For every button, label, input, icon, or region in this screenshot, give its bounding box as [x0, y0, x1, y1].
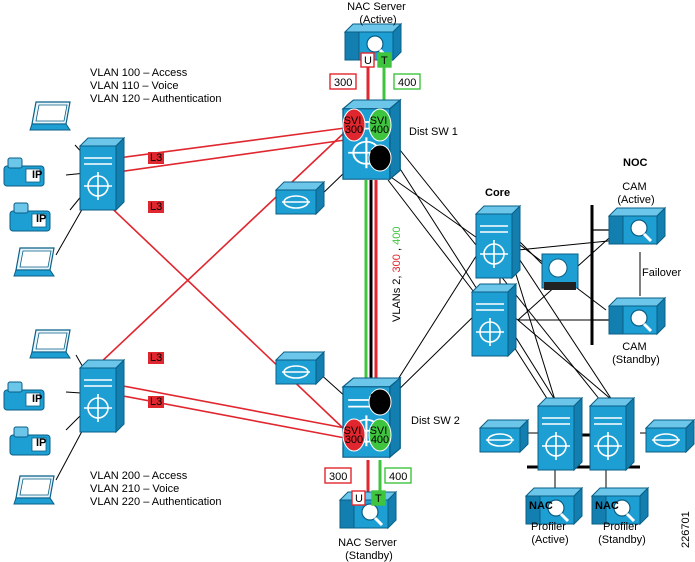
figure-id: 226701 — [680, 511, 692, 548]
laptop-icon — [29, 101, 71, 131]
svi-400-line1: SVI — [370, 115, 388, 127]
ip-badge: IP — [32, 169, 42, 181]
svi-300-line2: 300 — [345, 124, 363, 136]
l3-tag: L3 — [150, 201, 162, 213]
svi-400-top — [368, 108, 392, 142]
profiler-standby-l2: (Standby) — [598, 534, 646, 546]
vlan-legend-item: VLAN 100 – Access — [90, 67, 188, 79]
trunk-400: 400 — [391, 227, 403, 245]
ip-badge: IP — [32, 393, 42, 405]
svi-400b-line2: 400 — [371, 434, 389, 446]
vlan-400-tag: 400 — [389, 471, 407, 483]
profiler-active-l1: Profiler — [531, 521, 566, 533]
edge-switch-2 — [589, 397, 635, 471]
access-switch-top — [79, 137, 125, 211]
trunk-300: 300 — [391, 254, 403, 272]
nac-standby-l2: (Standby) — [345, 550, 393, 562]
nac-server-standby — [338, 490, 398, 530]
profiler-active-label: Profiler (Active) — [531, 521, 569, 546]
svi-label: SVI 400 — [370, 115, 391, 136]
ip-badge: IP — [36, 437, 46, 449]
cam-standby-label: CAM (Standby) — [612, 341, 660, 366]
svi-400b-line1: SVI — [370, 425, 388, 437]
core-switch-1 — [475, 205, 521, 279]
vlan-legend-item: VLAN 120 – Authentication — [90, 93, 221, 105]
tagged-tag: T — [381, 55, 388, 67]
trunk-sep: , — [391, 245, 403, 251]
vlan-legend-item: VLAN 110 – Voice — [90, 80, 178, 92]
vlan-legend-item: VLAN 220 – Authentication — [90, 496, 221, 508]
l3-tag: L3 — [150, 152, 162, 164]
svi-label: SVI 400 — [370, 425, 391, 446]
svi-300b-line1: SVI — [344, 425, 362, 437]
svi-400-line2: 400 — [371, 124, 389, 136]
edge-router-bottom — [275, 351, 325, 385]
vlan-legend-item: VLAN 200 – Access — [90, 470, 188, 482]
untagged-tag: U — [364, 55, 372, 67]
edge-box-right — [645, 419, 695, 453]
svi-label: SVI 300 — [344, 115, 365, 136]
nac-standby-l1: NAC Server — [338, 537, 397, 549]
svi-2b-line2: 2 — [377, 401, 383, 413]
svi-2-line1: SVI — [370, 148, 388, 160]
inspection-appliance — [541, 253, 579, 290]
laptop-icon — [13, 247, 55, 277]
cam-active-l2: (Active) — [617, 194, 654, 206]
vlan-400-tag: 400 — [398, 77, 416, 89]
cam-standby-l2: (Standby) — [612, 354, 660, 366]
svi-300-top — [342, 108, 366, 142]
ip-badge: IP — [36, 213, 46, 225]
laptop-icon — [29, 329, 71, 359]
nac-active-l1: NAC Server — [347, 1, 406, 13]
core-switch-2 — [471, 283, 517, 357]
nac-server-active-label: NAC Server (Active) — [347, 1, 409, 26]
edge-switch-1 — [537, 397, 583, 471]
edge-box-left — [479, 419, 529, 453]
trunk-prefix: VLANs 2, — [391, 272, 403, 322]
svi-2b-line1: SVI — [370, 392, 388, 404]
failover-label: Failover — [642, 267, 681, 279]
access-switch-bottom — [79, 359, 125, 433]
vlan-300-tag: 300 — [334, 77, 352, 89]
laptop-icon — [13, 475, 55, 505]
nac-active-l2: (Active) — [359, 14, 396, 26]
untagged-tag: U — [355, 493, 363, 505]
profiler-standby-label: Profiler (Standby) — [598, 521, 646, 546]
svi-2-bottom — [368, 388, 392, 416]
svi-2-top — [368, 144, 392, 172]
dist-sw2-label: Dist SW 2 — [411, 415, 460, 427]
l3-tag: L3 — [150, 396, 162, 408]
svi-label: SVI 2 — [370, 392, 391, 413]
cam-active-l1: CAM — [622, 181, 646, 193]
profiler-active-l2: (Active) — [531, 534, 568, 546]
cam-standby — [607, 296, 667, 336]
svi-2-line2: 2 — [377, 157, 383, 169]
svi-label: SVI 300 — [344, 425, 365, 446]
cam-standby-l1: CAM — [622, 341, 646, 353]
trunk-vlans-label: VLANs 2, 300 , 400 — [391, 227, 403, 322]
svi-label: SVI 2 — [370, 148, 391, 169]
noc-label: NOC — [623, 157, 648, 169]
vlan-legend-item: VLAN 210 – Voice — [90, 483, 179, 495]
tagged-tag: T — [375, 493, 382, 505]
nac-badge: NAC — [595, 500, 619, 512]
nac-server-standby-label: NAC Server (Standby) — [338, 537, 400, 562]
nac-badge: NAC — [529, 500, 553, 512]
profiler-standby-l1: Profiler — [603, 521, 638, 533]
dist-sw1-label: Dist SW 1 — [409, 126, 458, 138]
cam-active — [607, 206, 667, 246]
vlan-300-tag: 300 — [329, 471, 347, 483]
core-label: Core — [485, 187, 510, 199]
svi-300-line1: SVI — [344, 115, 362, 127]
l3-tag: L3 — [150, 352, 162, 364]
cam-active-label: CAM (Active) — [617, 181, 654, 206]
svi-300-bottom — [342, 418, 366, 452]
svi-400-bottom — [368, 418, 392, 452]
l3-tags — [148, 152, 164, 408]
edge-router-top — [275, 181, 325, 215]
svi-300b-line2: 300 — [345, 434, 363, 446]
